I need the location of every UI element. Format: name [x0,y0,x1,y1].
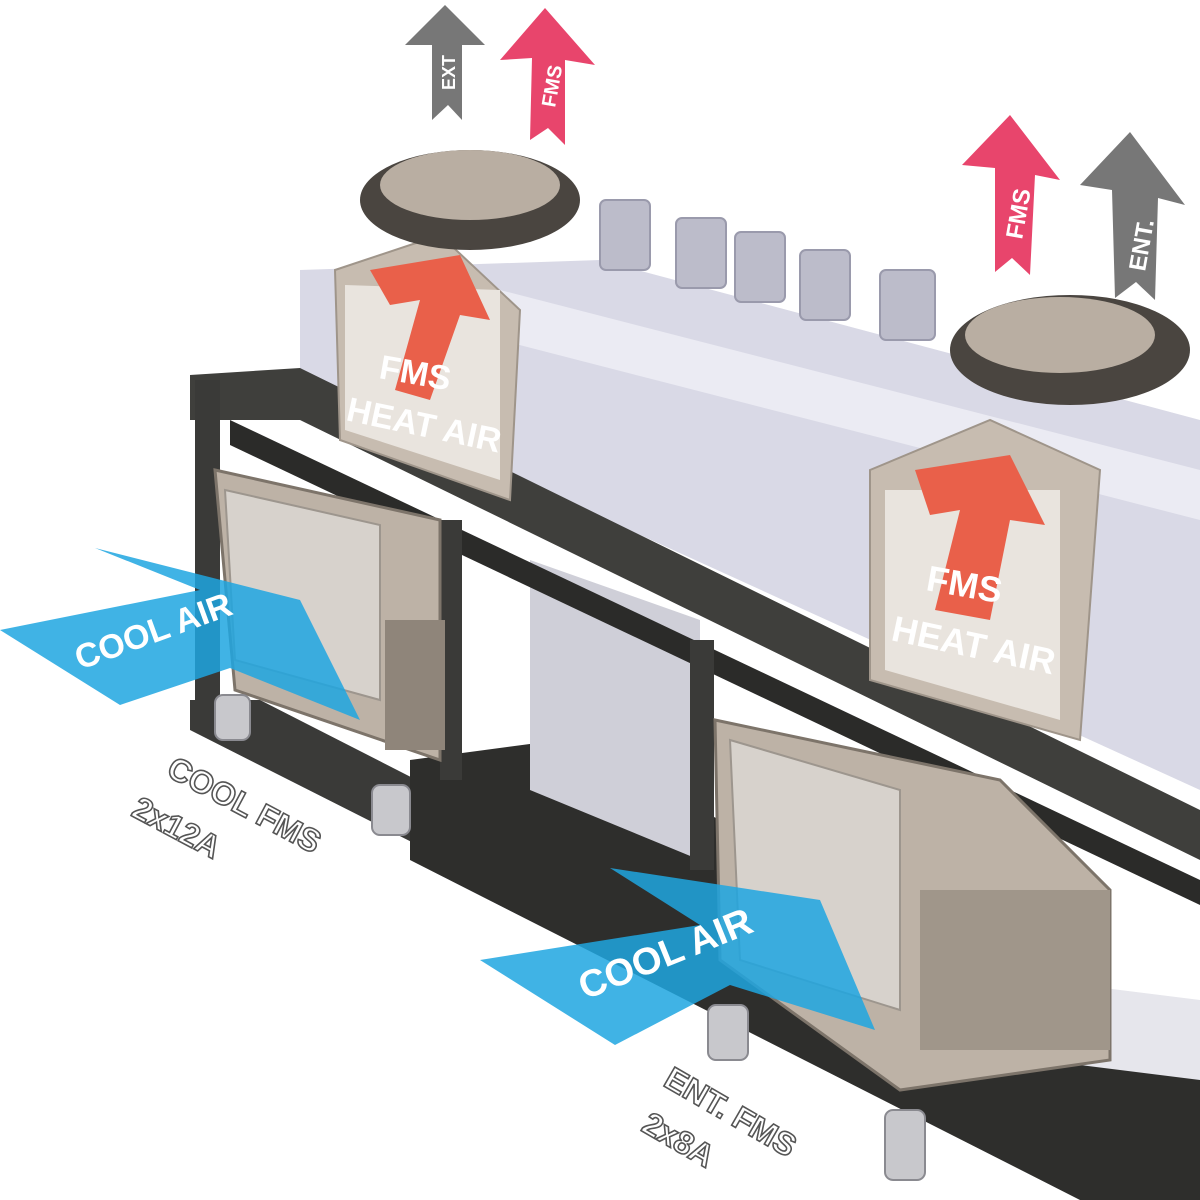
exit-arrow-left: EXT [405,5,485,120]
fan-cap-left-inner [380,150,560,220]
frame-post [690,640,714,870]
fan-cap-right-inner [965,297,1155,373]
fms-arrow-left: FMS [500,8,595,145]
frame-post [440,520,462,780]
engine-cylinders [599,199,936,341]
frame-top-beam [190,368,1200,860]
heat-arrow-left [370,255,490,400]
leveling-feet [214,694,926,1181]
heat-arrow-right [915,455,1045,620]
fms-arrow-right: FMS [962,115,1060,275]
ent-arrow-right: ENT. [1080,132,1185,300]
svg-text:EXT: EXT [439,55,459,90]
